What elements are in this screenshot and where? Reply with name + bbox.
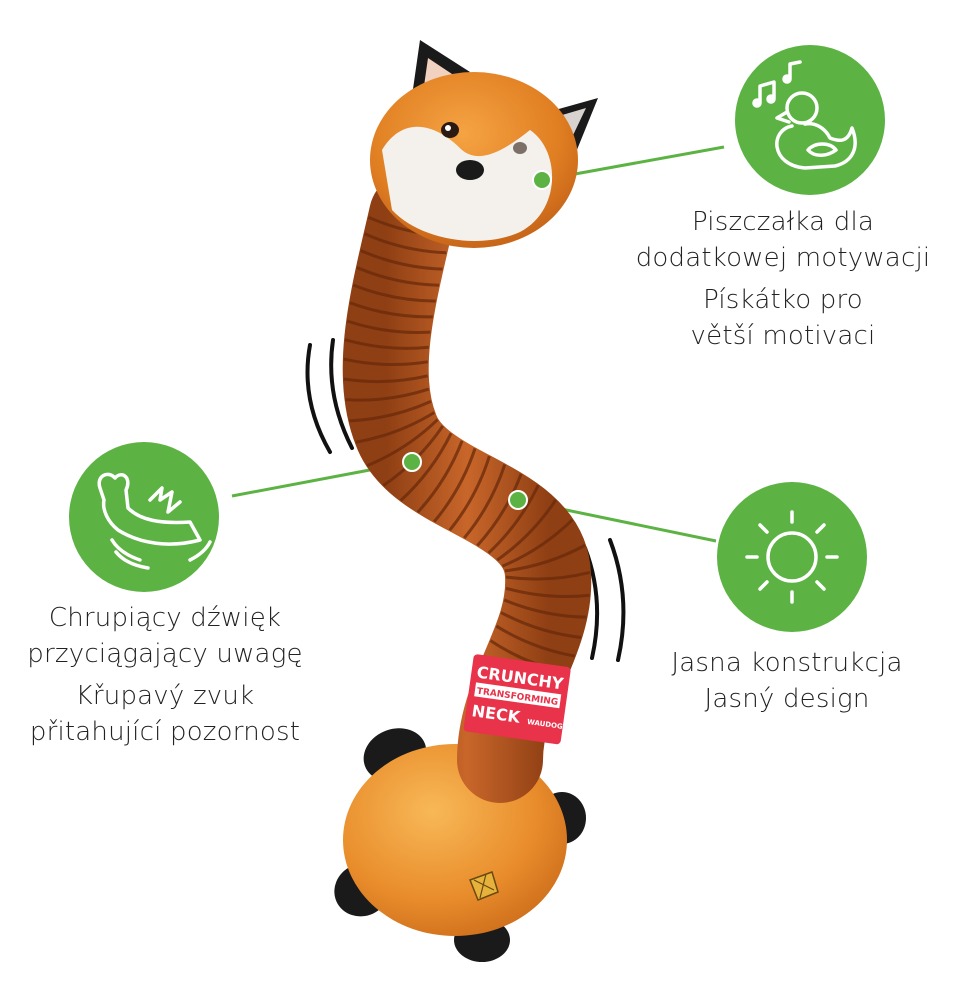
neck-ridge xyxy=(496,499,558,562)
neck-ridge xyxy=(433,447,477,523)
sun-icon xyxy=(745,510,839,604)
neck-ridge xyxy=(363,232,447,255)
neck-ridge xyxy=(360,249,443,271)
fox-patch-icon xyxy=(469,871,499,901)
motion-lines-left xyxy=(305,338,354,454)
squeaker-pl-line2: dodatkowej motywacji xyxy=(635,243,931,273)
neck-ridge xyxy=(505,586,590,598)
feature-bright-text: Jasna konstrukcja Jasný design xyxy=(632,645,942,717)
neck-ridge xyxy=(500,611,582,639)
squeaker-cz-line2: větší motivaci xyxy=(690,321,876,351)
neck-ridge xyxy=(356,266,440,287)
neck-ridge xyxy=(495,624,576,658)
motion-lines-right xyxy=(583,538,626,662)
feature-crunchy-text: Chrupiący dźwięk przyciągający uwagę Křu… xyxy=(0,600,330,750)
neck-ridge xyxy=(448,455,491,532)
neck-ridge xyxy=(343,374,429,384)
neck-ridge xyxy=(416,440,464,514)
neck-ridge xyxy=(366,418,439,468)
dot-bright xyxy=(508,490,528,510)
rubber-duck-music-icon xyxy=(752,60,857,170)
neck-ridge xyxy=(349,301,433,319)
fox-body xyxy=(334,728,586,962)
icon-crunchy xyxy=(69,442,219,592)
crinkle-arm-icon xyxy=(97,472,212,570)
neck-ridge xyxy=(504,543,586,573)
neck-ridge xyxy=(345,387,430,402)
icon-squeaker xyxy=(735,45,885,195)
neck-ridge xyxy=(503,598,587,619)
crunchy-pl-line2: przyciągający uwagę xyxy=(27,639,303,669)
fox-head xyxy=(370,40,598,248)
crunchy-cz-line2: přitahující pozornost xyxy=(29,717,301,747)
neck-ridge xyxy=(344,338,429,350)
crunchy-cz-line1: Křupavý zvuk xyxy=(75,681,255,711)
squeaker-pl-line1: Piszczałka dla xyxy=(691,207,875,237)
bright-cz-line1: Jasný design xyxy=(704,684,870,714)
neck-ridge xyxy=(476,473,523,547)
neck-ridge xyxy=(501,518,574,568)
dot-crunchy xyxy=(402,452,422,472)
squeaker-cz-line1: Pískátko pro xyxy=(703,285,863,315)
crunchy-pl-line1: Chrupiący dźwięk xyxy=(48,603,282,633)
dot-squeaker xyxy=(532,170,552,190)
neck-ridge xyxy=(487,484,540,555)
icon-bright xyxy=(717,482,867,632)
crunchy-neck-tag: CRUNCHY TRANSFORMING NECK WAUDOG xyxy=(463,654,571,745)
neck-ridge xyxy=(463,464,507,540)
connector-dots xyxy=(402,170,552,510)
neck-ridge xyxy=(355,411,436,444)
neck-ridge xyxy=(346,319,431,334)
neck-ridge xyxy=(343,357,429,367)
neck-ridge xyxy=(352,283,436,303)
neck-ridge xyxy=(505,571,591,581)
feature-squeaker-text: Piszczałka dla dodatkowej motywacji Písk… xyxy=(600,204,966,354)
bright-pl-line1: Jasna konstrukcja xyxy=(671,648,903,678)
neck-ridge xyxy=(399,432,453,502)
neck-ridge xyxy=(349,399,432,423)
